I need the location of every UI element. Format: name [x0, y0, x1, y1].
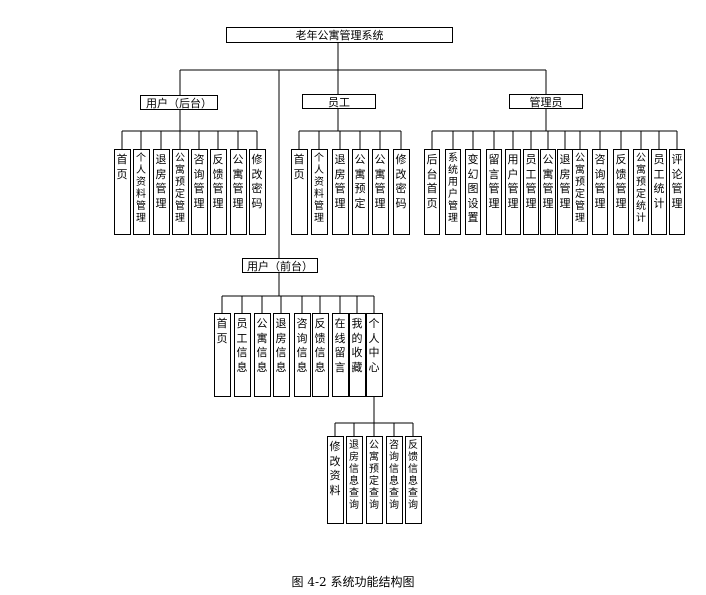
admin-leaf: 系统用户管理	[445, 149, 461, 235]
staff-leaf: 公寓预定	[351, 149, 369, 235]
leaf-label: 退房信息	[275, 317, 287, 374]
node-backend-user: 用户（后台）	[140, 95, 218, 110]
leaf-label: 公寓管理	[542, 153, 554, 210]
backend-user-leaf: 反馈管理	[209, 149, 227, 235]
leaf-label: 后台首页	[426, 153, 438, 210]
leaf-label: 首页	[216, 317, 228, 345]
node-admin: 管理员	[509, 94, 583, 109]
admin-leaf: 留言管理	[486, 149, 502, 235]
admin-leaf: 评论管理	[669, 149, 685, 235]
leaf-label: 用户管理	[507, 153, 519, 210]
leaf-label: 公寓管理	[374, 153, 386, 210]
leaf-label: 个人资料管理	[314, 153, 324, 224]
leaf-label: 在线留言	[334, 317, 346, 374]
backend-user-leaf: 咨询管理	[190, 149, 208, 235]
figure-caption: 图 4-2 系统功能结构图	[291, 575, 415, 589]
leaf-label: 反馈信息	[314, 317, 326, 374]
backend-user-leaf: 退房管理	[152, 149, 170, 235]
leaf-label: 员工管理	[525, 153, 537, 210]
node-label: 用户（前台）	[247, 259, 313, 273]
leaf-label: 个人中心	[368, 317, 380, 374]
node-label: 管理员	[529, 95, 563, 109]
leaf-label: 退房管理	[334, 153, 346, 210]
personal-center-leaf: 退房信息查询	[345, 436, 363, 524]
root-title: 老年公寓管理系统	[295, 29, 384, 42]
leaf-label: 反馈管理	[212, 153, 224, 210]
backend-user-leaf: 个人资料管理	[132, 149, 150, 235]
leaf-label: 反馈管理	[615, 153, 627, 210]
frontend-user-leaf: 公寓信息	[253, 313, 271, 397]
leaf-label: 公寓管理	[232, 153, 244, 210]
leaf-label: 首页	[116, 153, 128, 181]
leaf-label: 反馈信息查询	[408, 440, 418, 511]
leaf-label: 公寓预定管理	[575, 153, 585, 224]
leaf-label: 咨询信息	[296, 317, 308, 374]
frontend-user-leaf: 在线留言	[331, 313, 349, 397]
staff-leaf: 首页	[290, 149, 308, 235]
leaf-label: 变幻图设置	[467, 153, 479, 224]
staff-leaf: 个人资料管理	[310, 149, 328, 235]
staff-leaf: 公寓管理	[371, 149, 389, 235]
backend-user-leaf: 修改密码	[248, 149, 266, 235]
leaf-label: 评论管理	[671, 153, 683, 210]
backend-user-leaf: 公寓预定管理	[171, 149, 189, 235]
admin-leaf: 公寓预定统计	[633, 149, 649, 235]
admin-leaf: 员工统计	[651, 149, 667, 235]
leaf-label: 修改密码	[251, 153, 263, 210]
admin-leaf: 咨询管理	[592, 149, 608, 235]
staff-leaf: 退房管理	[331, 149, 349, 235]
personal-center-leaf: 反馈信息查询	[404, 436, 422, 524]
leaf-label: 系统用户管理	[448, 153, 458, 224]
admin-leaf: 反馈管理	[613, 149, 629, 235]
frontend-user-leaf: 首页	[213, 313, 231, 397]
backend-user-leaf: 首页	[113, 149, 131, 235]
root-node: 老年公寓管理系统	[226, 27, 453, 43]
leaf-label: 留言管理	[488, 153, 500, 210]
admin-leaf: 员工管理	[523, 149, 539, 235]
leaf-label: 公寓预定查询	[369, 440, 379, 511]
admin-leaf: 变幻图设置	[465, 149, 481, 235]
node-label: 员工	[328, 95, 350, 109]
leaf-label: 修改资料	[329, 440, 341, 497]
personal-center-leaf: 咨询信息查询	[385, 436, 403, 524]
leaf-label: 员工信息	[236, 317, 248, 374]
admin-leaf: 用户管理	[505, 149, 521, 235]
node-frontend-user: 用户（前台）	[242, 258, 318, 273]
admin-leaf: 公寓管理	[540, 149, 556, 235]
leaf-label: 咨询管理	[594, 153, 606, 210]
leaf-label: 咨询管理	[193, 153, 205, 210]
admin-leaf: 后台首页	[424, 149, 440, 235]
leaf-label: 咨询信息查询	[389, 440, 399, 511]
leaf-label: 退房管理	[155, 153, 167, 210]
frontend-user-leaf: 员工信息	[233, 313, 251, 397]
leaf-label: 我的收藏	[351, 317, 363, 374]
leaf-label: 修改密码	[395, 153, 407, 210]
admin-leaf: 公寓预定管理	[572, 149, 588, 235]
personal-center-leaf: 公寓预定查询	[365, 436, 383, 524]
backend-user-leaf: 公寓管理	[229, 149, 247, 235]
leaf-label: 公寓预定管理	[175, 153, 185, 224]
leaf-label: 退房管理	[559, 153, 571, 210]
frontend-user-leaf: 反馈信息	[311, 313, 329, 397]
personal-center-leaf: 修改资料	[326, 436, 344, 524]
frontend-user-leaf: 退房信息	[272, 313, 290, 397]
frontend-user-leaf: 个人中心	[365, 313, 383, 397]
leaf-label: 公寓信息	[256, 317, 268, 374]
leaf-label: 公寓预定统计	[636, 153, 646, 224]
leaf-label: 个人资料管理	[136, 153, 146, 224]
leaf-label: 公寓预定	[354, 153, 366, 210]
leaf-label: 员工统计	[653, 153, 665, 210]
staff-leaf: 修改密码	[392, 149, 410, 235]
leaf-label: 退房信息查询	[349, 440, 359, 511]
node-staff: 员工	[302, 94, 376, 109]
admin-leaf: 退房管理	[557, 149, 573, 235]
node-label: 用户（后台）	[146, 96, 212, 110]
leaf-label: 首页	[293, 153, 305, 181]
frontend-user-leaf: 我的收藏	[348, 313, 366, 397]
frontend-user-leaf: 咨询信息	[293, 313, 311, 397]
